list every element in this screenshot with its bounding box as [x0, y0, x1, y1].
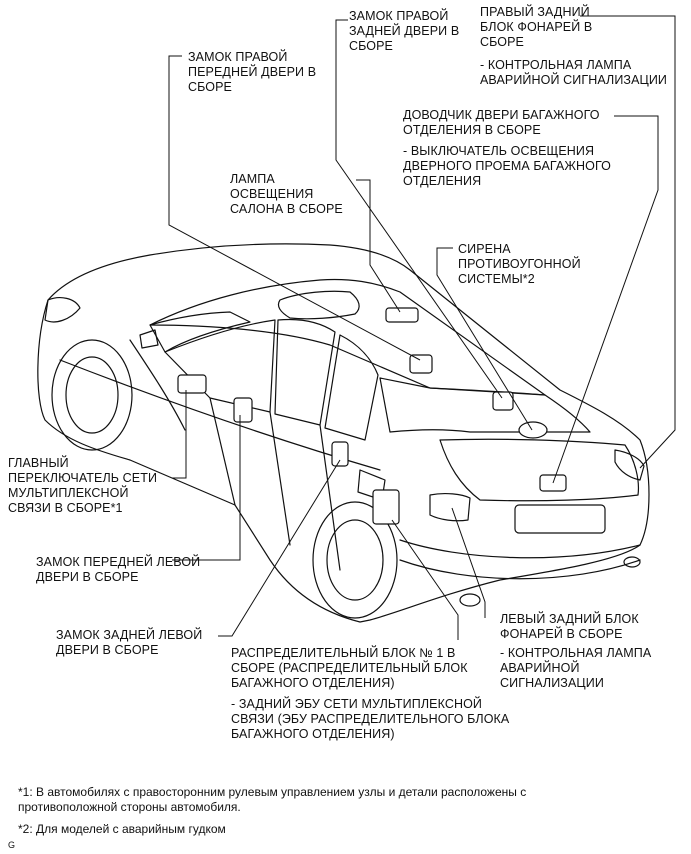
leader-left-front-door-lock — [172, 415, 241, 561]
footnote-2: *2: Для моделей с аварийным гудком — [18, 822, 226, 836]
right-rear-door-lock-part — [492, 391, 514, 411]
right-front-door-lock-part — [409, 354, 433, 374]
leader-left-rear-door-lock — [218, 459, 341, 637]
label-trunk-closer: ДОВОДЧИК ДВЕРИ БАГАЖНОГО ОТДЕЛЕНИЯ В СБО… — [403, 108, 600, 137]
label-right-front-door-lock: ЗАМОК ПРАВОЙ ПЕРЕДНЕЙ ДВЕРИ В СБОРЕ — [188, 50, 317, 94]
leader-right-rear-lamp — [580, 15, 676, 469]
label-left-rear-door-lock: ЗАМОК ЗАДНЕЙ ЛЕВОЙ ДВЕРИ В СБОРЕ — [56, 628, 203, 657]
security-siren-part — [518, 421, 548, 439]
footnote-1: *1: В автомобилях с правосторонним рулев… — [18, 785, 527, 814]
label-trunk-closer-sub: - ВЫКЛЮЧАТЕЛЬ ОСВЕЩЕНИЯ ДВЕРНОГО ПРОЕМА … — [403, 144, 611, 188]
left-front-door-lock-part — [233, 397, 253, 423]
junction-block-part — [372, 489, 400, 525]
room-lamp-part — [385, 307, 419, 323]
leader-trunk-closer — [552, 115, 659, 484]
label-right-rear-door-lock: ЗАМОК ПРАВОЙ ЗАДНЕЙ ДВЕРИ В СБОРЕ — [349, 9, 460, 53]
leader-room-lamp — [356, 179, 401, 313]
leader-lines — [168, 15, 676, 640]
corner-code: G — [8, 840, 16, 850]
label-master-switch: ГЛАВНЫЙ ПЕРЕКЛЮЧАТЕЛЬ СЕТИ МУЛЬТИПЛЕКСНО… — [8, 456, 158, 515]
left-rear-door-lock-part — [331, 441, 349, 467]
label-right-rear-lamp-sub: - КОНТРОЛЬНАЯ ЛАМПА АВАРИЙНОЙ СИГНАЛИЗАЦ… — [480, 58, 668, 87]
label-room-lamp: ЛАМПА ОСВЕЩЕНИЯ САЛОНА В СБОРЕ — [230, 172, 343, 216]
leader-left-rear-lamp — [451, 507, 486, 618]
label-left-rear-lamp: ЛЕВЫЙ ЗАДНИЙ БЛОК ФОНАРЕЙ В СБОРЕ — [500, 612, 639, 641]
label-junction-block-sub: - ЗАДНИЙ ЭБУ СЕТИ МУЛЬТИПЛЕКСНОЙ СВЯЗИ (… — [231, 697, 510, 741]
leader-right-front-door-lock — [168, 55, 421, 361]
label-left-front-door-lock: ЗАМОК ПЕРЕДНЕЙ ЛЕВОЙ ДВЕРИ В СБОРЕ — [36, 555, 201, 584]
leader-right-rear-door-lock — [335, 19, 503, 399]
label-security-siren: СИРЕНА ПРОТИВОУГОННОЙ СИСТЕМЫ*2 — [458, 242, 581, 286]
leader-junction-block — [391, 519, 459, 640]
component-parts — [177, 307, 567, 525]
leader-master-switch — [172, 390, 187, 479]
leader-security-siren — [436, 247, 533, 431]
master-switch-part — [177, 374, 207, 394]
label-left-rear-lamp-sub: - КОНТРОЛЬНАЯ ЛАМПА АВАРИЙНОЙ СИГНАЛИЗАЦ… — [500, 646, 652, 690]
label-right-rear-lamp: ПРАВЫЙ ЗАДНИЙ БЛОК ФОНАРЕЙ В СБОРЕ — [480, 5, 593, 49]
label-junction-block: РАСПРЕДЕЛИТЕЛЬНЫЙ БЛОК № 1 В СБОРЕ (РАСП… — [231, 646, 468, 690]
